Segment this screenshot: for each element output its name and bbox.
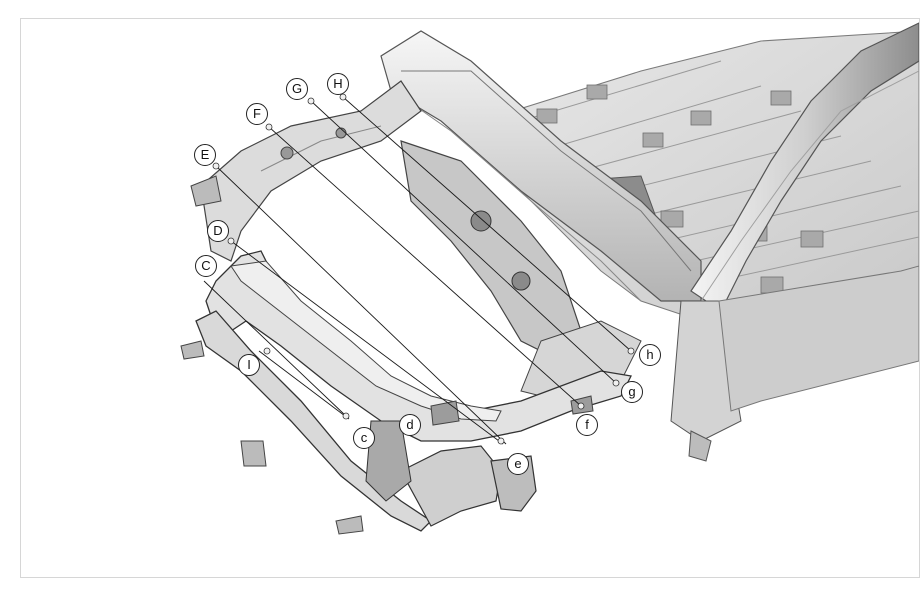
callout-I: I: [238, 354, 260, 376]
callout-F: F: [246, 103, 268, 125]
bolt-markers: [212, 93, 635, 445]
callout-G: G: [286, 78, 308, 100]
diagram-frame: C D E F G H I c d e f g h: [20, 18, 920, 578]
left-fender-apron: [190, 80, 422, 262]
leader-lines: [203, 96, 632, 445]
a-pillar: [670, 22, 919, 462]
callout-D: D: [207, 220, 229, 242]
callout-e: e: [507, 453, 529, 475]
callout-g: g: [621, 381, 643, 403]
callout-f: f: [576, 414, 598, 436]
callout-C: C: [195, 255, 217, 277]
callout-h: h: [639, 344, 661, 366]
callout-c: c: [353, 427, 375, 449]
callout-d: d: [399, 414, 421, 436]
callout-E: E: [194, 144, 216, 166]
callout-H: H: [327, 73, 349, 95]
vehicle-body-frame-illustration: [180, 22, 919, 535]
right-wheelhouse: [400, 140, 642, 402]
